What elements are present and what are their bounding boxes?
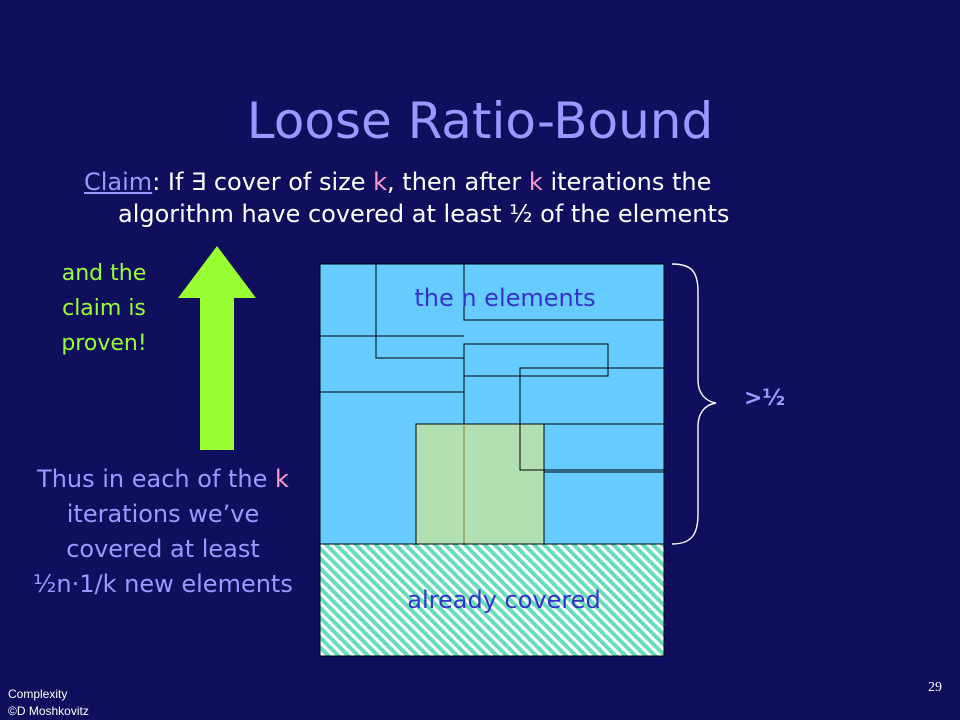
claim-k-1: k [373,168,388,196]
claim-line-2: algorithm have covered at least ½ of the… [118,200,730,228]
elements-label: the n elements [414,284,595,312]
half-label: >½ [744,386,786,411]
claim-segment-3: iterations the [542,168,712,196]
covered-region [319,543,665,657]
thus-k: k [275,465,289,493]
thus-text: Thus in each of the k iterations we’ve c… [28,462,298,602]
footer: Complexity ©D Moshkovitz [8,686,89,720]
claim-segment-1: : If ∃ cover of size [152,168,374,196]
claim-segment-2: , then after [387,168,529,196]
proven-note: and the claim is proven! [61,261,147,356]
footer-author: ©D Moshkovitz [8,704,89,718]
elements-diagram: the n elements already covered [319,263,665,657]
new-set-region [415,423,545,545]
page-number: 29 [928,680,942,695]
thus-part-1: Thus in each of the [37,465,276,493]
right-curly-brace-icon [671,263,717,545]
footer-course: Complexity [8,687,68,701]
claim-k-2: k [528,168,543,196]
covered-label: already covered [407,586,600,614]
diagram-border [319,263,665,657]
up-arrow-icon [178,246,256,450]
thus-part-2: iterations we’ve covered at least ½n·1/k… [33,500,293,598]
claim-line-1: Claim: If ∃ cover of size k, then after … [84,166,914,198]
claim-label: Claim [84,168,153,196]
claim-text: Claim: If ∃ cover of size k, then after … [84,166,914,230]
slide-title: Loose Ratio-Bound [246,92,714,150]
